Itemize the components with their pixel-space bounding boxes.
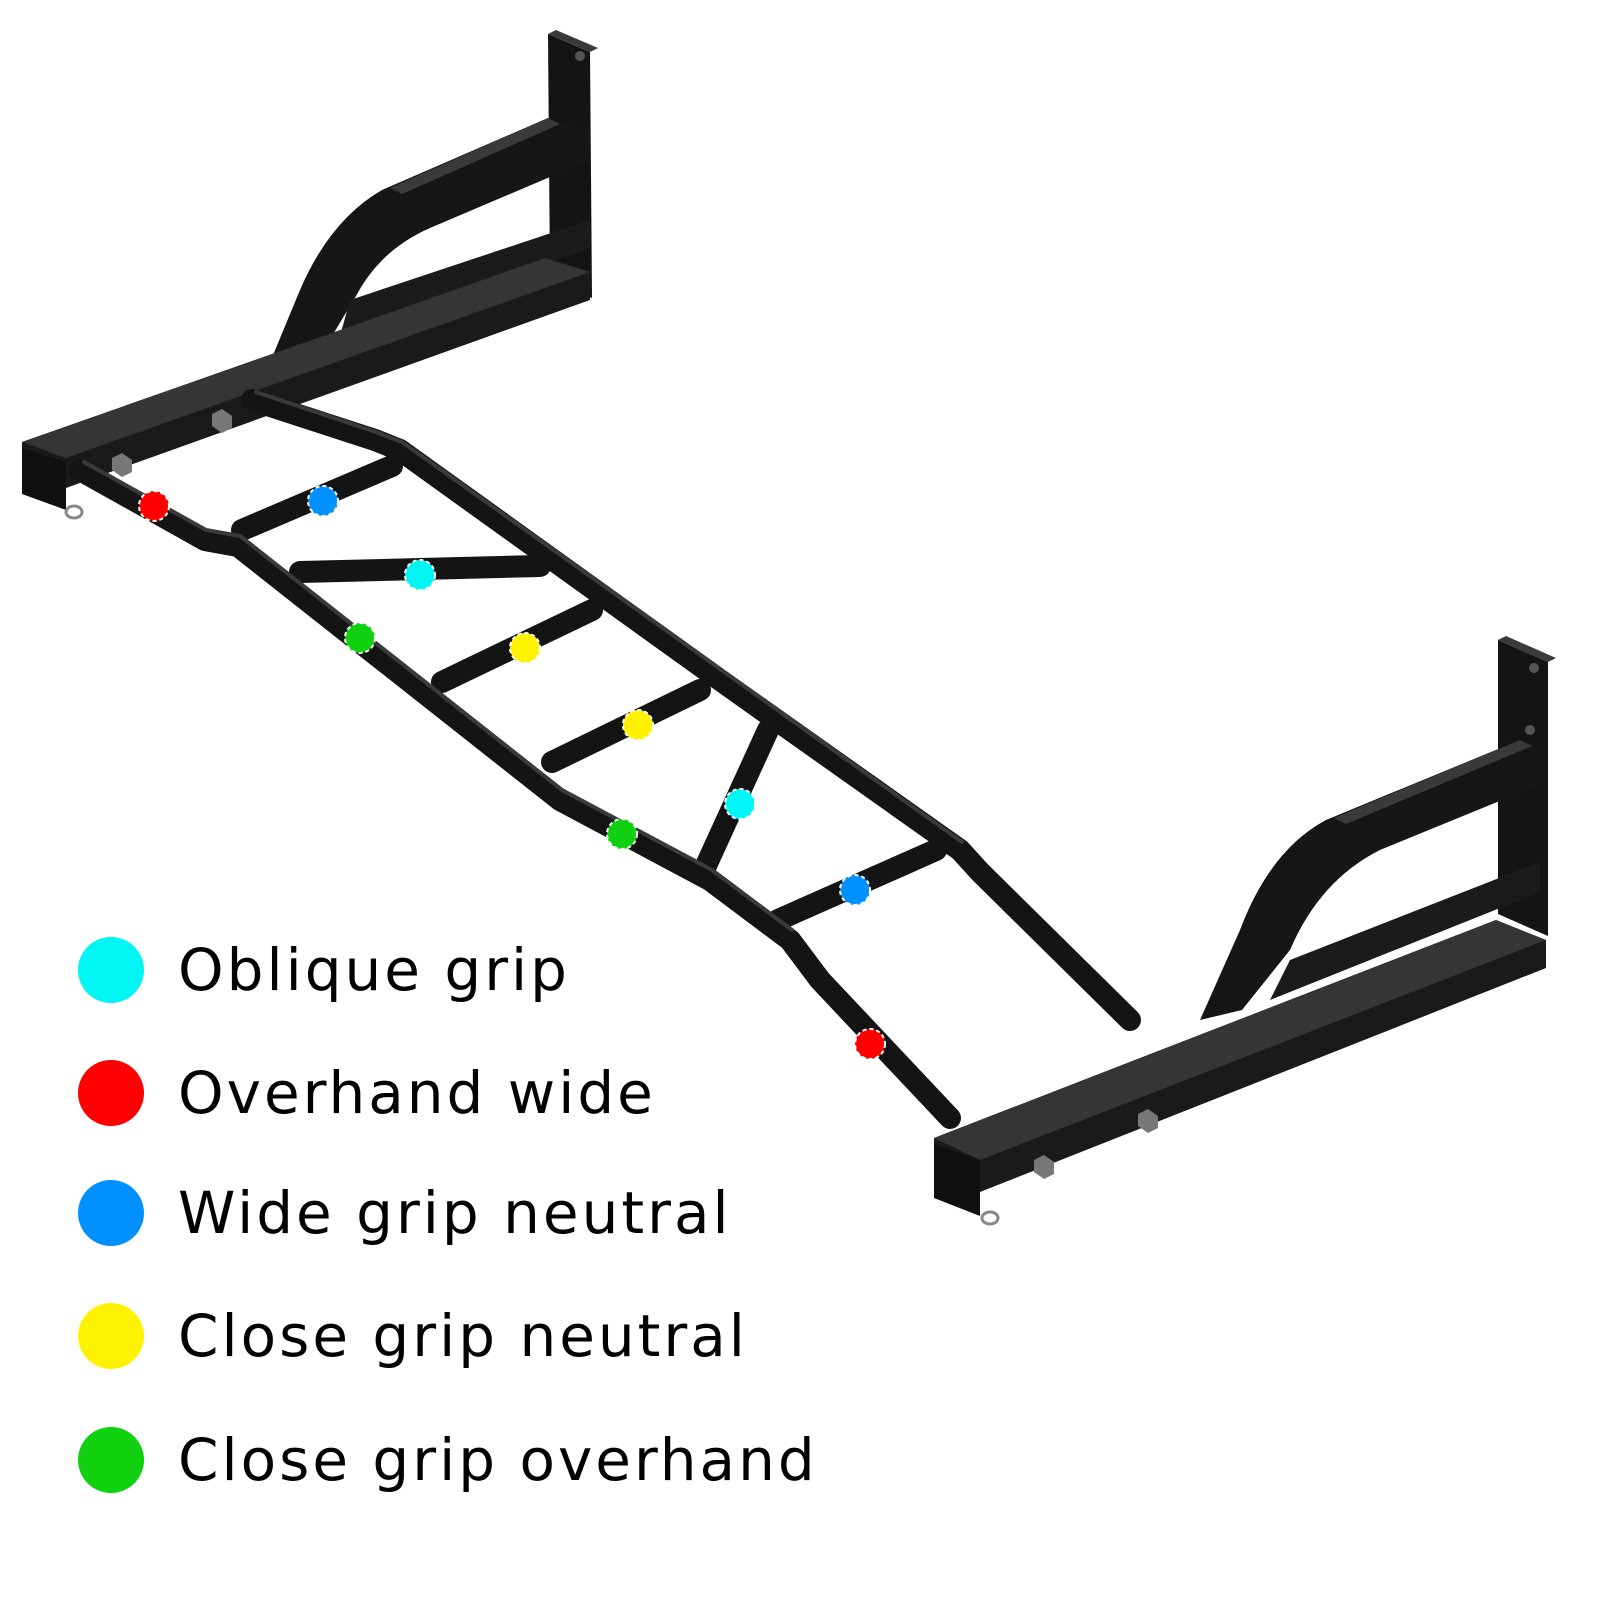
legend-swatch-red	[78, 1060, 144, 1126]
legend-label: Oblique grip	[178, 936, 570, 1004]
grip-marker-overhand-wide	[138, 490, 170, 522]
legend-swatch-cyan	[78, 937, 144, 1003]
grip-marker-overhand-wide	[854, 1028, 886, 1060]
grip-markers	[138, 485, 886, 1060]
legend-label: Wide grip neutral	[178, 1179, 732, 1247]
grip-marker-oblique	[404, 559, 436, 591]
legend-item-overhand-wide: Overhand wide	[78, 1058, 656, 1128]
legend-item-close-grip-overhand: Close grip overhand	[78, 1425, 818, 1495]
legend-swatch-blue	[78, 1180, 144, 1246]
left-upper-arm	[266, 118, 590, 372]
grip-marker-close-neutral	[622, 709, 654, 741]
legend-swatch-green	[78, 1427, 144, 1493]
grip-marker-oblique	[724, 788, 756, 820]
legend-item-wide-grip-neutral: Wide grip neutral	[78, 1178, 732, 1248]
ladder-tubes	[69, 389, 1141, 1129]
legend-swatch-yellow	[78, 1303, 144, 1369]
legend-label: Overhand wide	[178, 1059, 656, 1127]
grip-marker-wide-neutral	[839, 874, 871, 906]
grip-marker-close-overhand	[344, 622, 376, 654]
legend-label: Close grip neutral	[178, 1302, 748, 1370]
grip-marker-close-neutral	[509, 632, 541, 664]
grip-marker-wide-neutral	[307, 485, 339, 517]
legend-label: Close grip overhand	[178, 1426, 818, 1494]
legend-item-close-grip-neutral: Close grip neutral	[78, 1301, 748, 1371]
legend-item-oblique-grip: Oblique grip	[78, 935, 570, 1005]
grip-marker-close-overhand	[606, 818, 638, 850]
rear-rail	[241, 389, 1141, 1031]
pull-up-bar-frame	[22, 30, 1556, 1226]
tube-highlights	[82, 390, 964, 932]
right-upper-arm	[1200, 740, 1546, 1020]
